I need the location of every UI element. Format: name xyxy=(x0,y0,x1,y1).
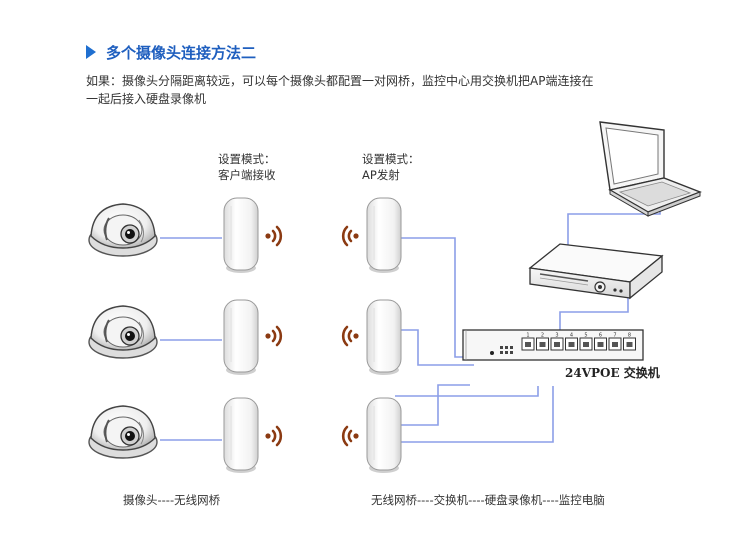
signal-wave-icon xyxy=(264,225,283,247)
switch-port-number: 2 xyxy=(541,333,544,339)
dvr-recorder-icon xyxy=(528,243,664,300)
client-mode-line-1: 设置模式： xyxy=(218,152,276,166)
network-switch-icon: 1 2 3 4 5 6 7 8 xyxy=(462,329,644,361)
switch-ports: 1 2 3 4 5 6 7 8 xyxy=(521,333,636,351)
triangle-bullet-icon xyxy=(86,45,96,59)
caption-left: 摄像头----无线网桥 xyxy=(123,493,221,507)
description-line-1: 如果：摄像头分隔距离较远，可以每个摄像头都配置一对网桥，监控中心用交换机把AP端… xyxy=(86,74,594,88)
wireless-bridge-icon xyxy=(223,197,259,274)
switch-label: 24VPOE 交换机 xyxy=(565,366,660,380)
signal-wave-icon xyxy=(341,225,360,247)
switch-port: 7 xyxy=(608,333,622,351)
switch-port: 3 xyxy=(550,333,564,351)
ap-mode-label: 设置模式： AP发射 xyxy=(362,151,420,183)
switch-port-number: 1 xyxy=(526,333,529,339)
switch-port: 1 xyxy=(521,333,535,351)
switch-port: 5 xyxy=(579,333,593,351)
switch-port-number: 4 xyxy=(570,333,573,339)
switch-port-number: 6 xyxy=(599,333,602,339)
description-line-2: 一起后接入硬盘录像机 xyxy=(86,92,207,106)
wireless-bridge-icon xyxy=(366,197,402,274)
signal-wave-icon xyxy=(341,325,360,347)
description: 如果：摄像头分隔距离较远，可以每个摄像头都配置一对网桥，监控中心用交换机把AP端… xyxy=(86,72,646,108)
switch-port-number: 8 xyxy=(628,333,631,339)
switch-port: 8 xyxy=(623,333,636,351)
wireless-bridge-icon xyxy=(366,397,402,474)
switch-port-number: 7 xyxy=(613,333,616,339)
wireless-bridge-icon xyxy=(223,299,259,376)
dome-camera-icon xyxy=(88,203,158,257)
client-mode-label: 设置模式： 客户端接收 xyxy=(218,151,276,183)
switch-port-number: 5 xyxy=(584,333,587,339)
cables xyxy=(160,196,661,443)
signal-wave-icon xyxy=(341,425,360,447)
wireless-bridge-icon xyxy=(223,397,259,474)
section-title: 多个摄像头连接方法二 xyxy=(106,43,257,62)
laptop-icon xyxy=(599,121,702,217)
wireless-bridge-icon xyxy=(366,299,402,376)
caption-right: 无线网桥----交换机----硬盘录像机----监控电脑 xyxy=(371,493,605,507)
dome-camera-icon xyxy=(88,305,158,359)
dome-camera-icon xyxy=(88,405,158,459)
client-mode-line-2: 客户端接收 xyxy=(218,168,276,182)
signal-wave-icon xyxy=(264,425,283,447)
switch-port: 6 xyxy=(594,333,607,351)
switch-port-number: 3 xyxy=(555,333,558,339)
switch-port: 2 xyxy=(536,333,549,351)
ap-mode-line-1: 设置模式： xyxy=(362,152,420,166)
ap-mode-line-2: AP发射 xyxy=(362,168,400,182)
switch-port: 4 xyxy=(565,333,578,351)
signal-wave-icon xyxy=(264,325,283,347)
section-header: 多个摄像头连接方法二 xyxy=(86,40,256,64)
